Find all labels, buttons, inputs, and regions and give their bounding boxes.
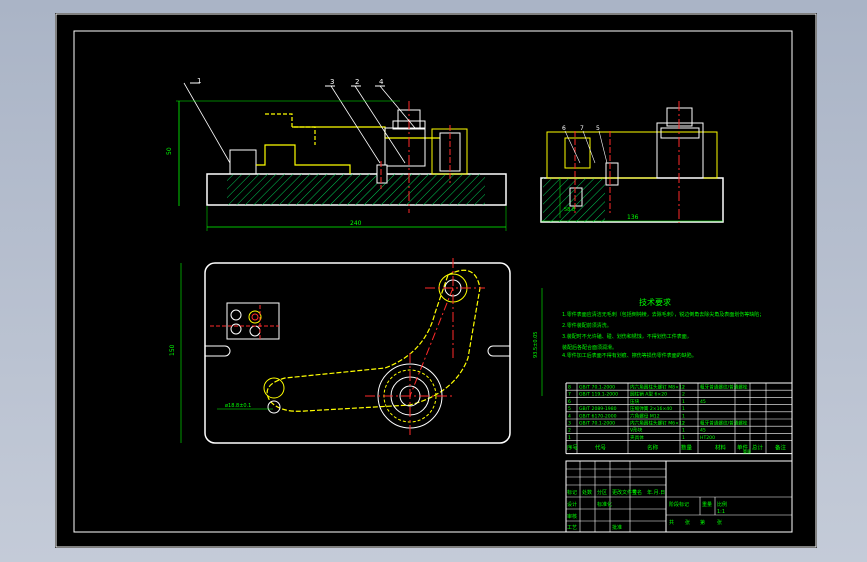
bom-cell: 1	[682, 435, 685, 441]
tech-line: 2.零件装配前须清洗。	[562, 322, 612, 329]
tb-stage: 阶段标记	[669, 501, 689, 508]
bom-cell: 数量	[681, 444, 693, 452]
bom-cell: 序号	[567, 444, 579, 452]
tb-standard: 标准化	[597, 501, 612, 508]
side-label: 6	[562, 125, 566, 132]
bom-cell: 45	[700, 428, 706, 434]
dim-front-height: 50	[166, 147, 173, 155]
part-label: 2	[355, 78, 359, 86]
bom-cell: 重量	[743, 448, 751, 454]
bom-cell: 代号	[595, 444, 607, 452]
tb-review: 审核	[567, 513, 577, 520]
tb-design: 设计	[567, 501, 577, 508]
tech-line: 3.装配时不允许磕、碰、划伤和锈蚀，不得划伤工件表面，	[562, 333, 692, 340]
tech-title: 技术要求	[639, 297, 671, 307]
bom-cell: 1	[568, 435, 571, 441]
tech-line: 装配后各配合面须润滑。	[562, 344, 617, 351]
bom-cell: HT200	[700, 435, 715, 441]
tb-date: 年.月.日	[647, 489, 665, 496]
bom-cell: GB/T 70.1-2000	[579, 421, 615, 427]
tb-scale: 1:1	[717, 509, 725, 515]
bom-cell: 粗牙普通螺纹/普通螺栓	[700, 384, 748, 391]
bom-cell: 45	[700, 399, 706, 405]
dim-plan-height-right: 93.5±0.05	[533, 332, 539, 358]
tb-ratio: 比例	[717, 501, 727, 508]
tb-total: 共	[669, 519, 674, 526]
bom-cell: 6	[568, 399, 571, 405]
tb-sheet: 张	[685, 519, 690, 526]
bom-cell: 5	[568, 406, 571, 412]
bom-cell: 名称	[647, 444, 659, 452]
tb-count: 处数	[582, 489, 592, 496]
side-view: 6 7 5 58.8 136	[540, 101, 724, 223]
technical-requirements: 技术要求 1.零件表面应清洁无毛刺（包括倒钝棱，去除毛刺），锐边倒角去除尖角及表…	[562, 297, 764, 359]
dim-plan-tol: ø18.8±0.1	[225, 403, 251, 409]
tb-zone: 分区	[597, 489, 607, 496]
tech-line: 4.零件加工后表面不得有划痕、擦伤等损伤零件表面的缺陷。	[562, 352, 697, 359]
bom-cell: 2	[682, 385, 685, 391]
bom-cell: 1	[682, 413, 685, 419]
bom-cell: 2	[682, 392, 685, 398]
bom-cell: 1	[682, 428, 685, 434]
bom-cell: 4	[568, 413, 571, 419]
bom-cell: 总计	[752, 444, 764, 452]
part-label: 3	[330, 78, 334, 86]
bom-cell: 圆柱销 A型 6×20	[630, 391, 667, 398]
part-label: 1	[197, 77, 201, 85]
bom-cell: 六角螺母 M12	[630, 412, 660, 419]
side-label: 5	[596, 125, 600, 132]
tb-sheet2: 张	[717, 519, 722, 526]
part-label: 4	[379, 78, 384, 86]
tech-line: 1.零件表面应清洁无毛刺（包括倒钝棱，去除毛刺），锐边倒角去除尖角及表面划伤等缺…	[562, 311, 764, 318]
tb-approve: 批准	[612, 524, 622, 531]
bom-cell: 内六角圆柱头螺钉 M8×12	[630, 384, 685, 391]
bom-cell: 1	[682, 406, 685, 412]
bom-cell: 内六角圆柱头螺钉 M6×12	[630, 420, 685, 427]
bom-cell: 7	[568, 392, 571, 398]
bom-cell: 3	[568, 421, 571, 427]
tb-nth: 第	[700, 519, 705, 526]
bom-cell: GB/T 6170-2000	[579, 413, 617, 419]
tb-mark: 标记	[567, 489, 577, 496]
cad-drawing: 1 3 2 4 50 240 6 7 5 58.8 136	[55, 13, 817, 548]
dim-side-width: 136	[627, 214, 639, 221]
outer-border	[55, 13, 817, 548]
front-view: 1 3 2 4 50 240	[166, 77, 507, 231]
side-label: 7	[580, 125, 584, 132]
bom-cell: 压块	[630, 398, 640, 405]
bom-cell: 材料	[715, 444, 727, 452]
bom-cell: 8	[568, 385, 571, 391]
dim-side-small: 58.8	[564, 207, 575, 213]
tb-change: 更改文件号	[612, 489, 637, 496]
bom-cell: GB/T 2089-1980	[579, 406, 617, 412]
plan-view: 150 93.5±0.05 ø18.8±0.1	[169, 258, 543, 444]
bom-cell: 夹具体	[630, 434, 644, 441]
bom-cell: 粗牙普通螺纹/普通螺栓	[700, 420, 748, 427]
bom-cell: 压缩弹簧 2×16×40	[630, 405, 672, 412]
bom-cell: 单件	[737, 444, 749, 452]
tb-weight: 重量	[702, 501, 712, 508]
bom-cell: GB/T 119.1-2000	[579, 392, 618, 398]
drawing-sheet: 1 3 2 4 50 240 6 7 5 58.8 136	[55, 13, 817, 548]
bom-cell: 2	[568, 428, 571, 434]
bom-cell: 1	[682, 399, 685, 405]
dim-plan-height: 150	[169, 344, 176, 356]
bom-cell: GB/T 70.1-2000	[579, 385, 615, 391]
bom-cell: 2	[682, 421, 685, 427]
tb-sign: 签名	[632, 489, 642, 496]
bom-cell: V形块	[630, 427, 643, 434]
title-block: 标记 处数 分区 更改文件号 签名 年.月.日 设计 标准化 阶段标记 重量 比…	[565, 460, 793, 533]
inner-frame	[73, 30, 793, 533]
tb-process: 工艺	[567, 525, 577, 531]
dim-front-width: 240	[350, 220, 362, 227]
bom-cell: 备注	[775, 444, 787, 452]
